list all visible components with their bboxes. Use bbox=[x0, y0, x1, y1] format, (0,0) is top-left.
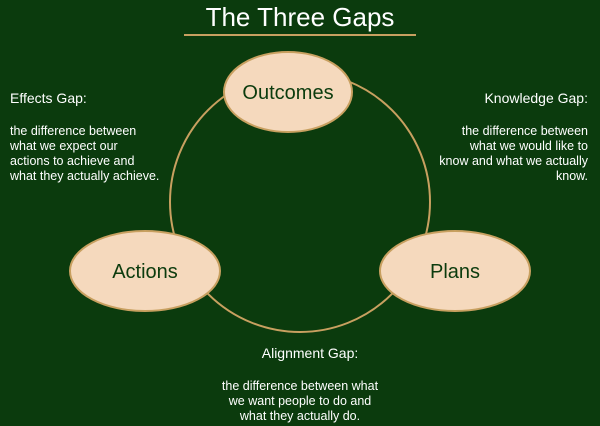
node-plans-label: Plans bbox=[430, 261, 480, 283]
knowledge-gap-desc: the difference between what we would lik… bbox=[439, 124, 588, 183]
alignment-gap-title: Alignment Gap: bbox=[261, 345, 359, 361]
node-actions: Actions bbox=[69, 230, 221, 312]
diagram-title: The Three Gaps bbox=[205, 2, 395, 32]
effects-gap-desc: the difference between what we expect ou… bbox=[10, 124, 160, 183]
node-actions-label: Actions bbox=[112, 261, 178, 283]
title-underline bbox=[184, 34, 416, 36]
node-plans: Plans bbox=[379, 230, 531, 312]
knowledge-gap-title: Knowledge Gap: bbox=[484, 90, 588, 106]
alignment-gap-desc: the difference between what we want peop… bbox=[221, 379, 379, 423]
effects-gap-title: Effects Gap: bbox=[10, 90, 87, 106]
node-outcomes-label: Outcomes bbox=[242, 82, 333, 104]
node-outcomes: Outcomes bbox=[223, 51, 353, 133]
